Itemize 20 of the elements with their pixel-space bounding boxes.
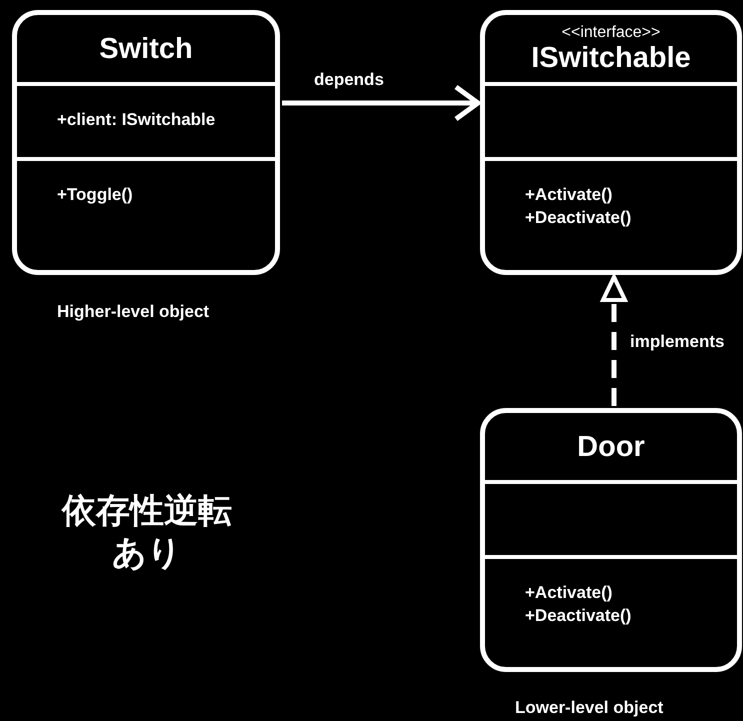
method-text: +Activate() — [525, 184, 612, 206]
method-text: +Deactivate() — [525, 207, 632, 229]
method-text: +Activate() — [525, 582, 612, 604]
class-box — [12, 10, 280, 275]
class-name: ISwitchable — [531, 42, 691, 74]
stereotype-label: <<interface>> — [562, 24, 660, 42]
note-text: 依存性逆転あり — [62, 490, 232, 574]
method-text: +Toggle() — [57, 184, 133, 206]
arrow — [282, 84, 480, 122]
class-box — [480, 10, 742, 275]
edge-label: depends — [312, 70, 386, 90]
class-box — [480, 408, 742, 672]
class-name: Switch — [99, 32, 193, 64]
caption-text: Higher-level object — [57, 302, 210, 322]
attribute-text: +client: ISwitchable — [57, 109, 216, 131]
method-text: +Deactivate() — [525, 605, 632, 627]
caption-text: Lower-level object — [515, 698, 664, 718]
class-name: Door — [577, 430, 645, 462]
dashed-arrow — [601, 275, 627, 406]
edge-label: implements — [628, 332, 726, 352]
